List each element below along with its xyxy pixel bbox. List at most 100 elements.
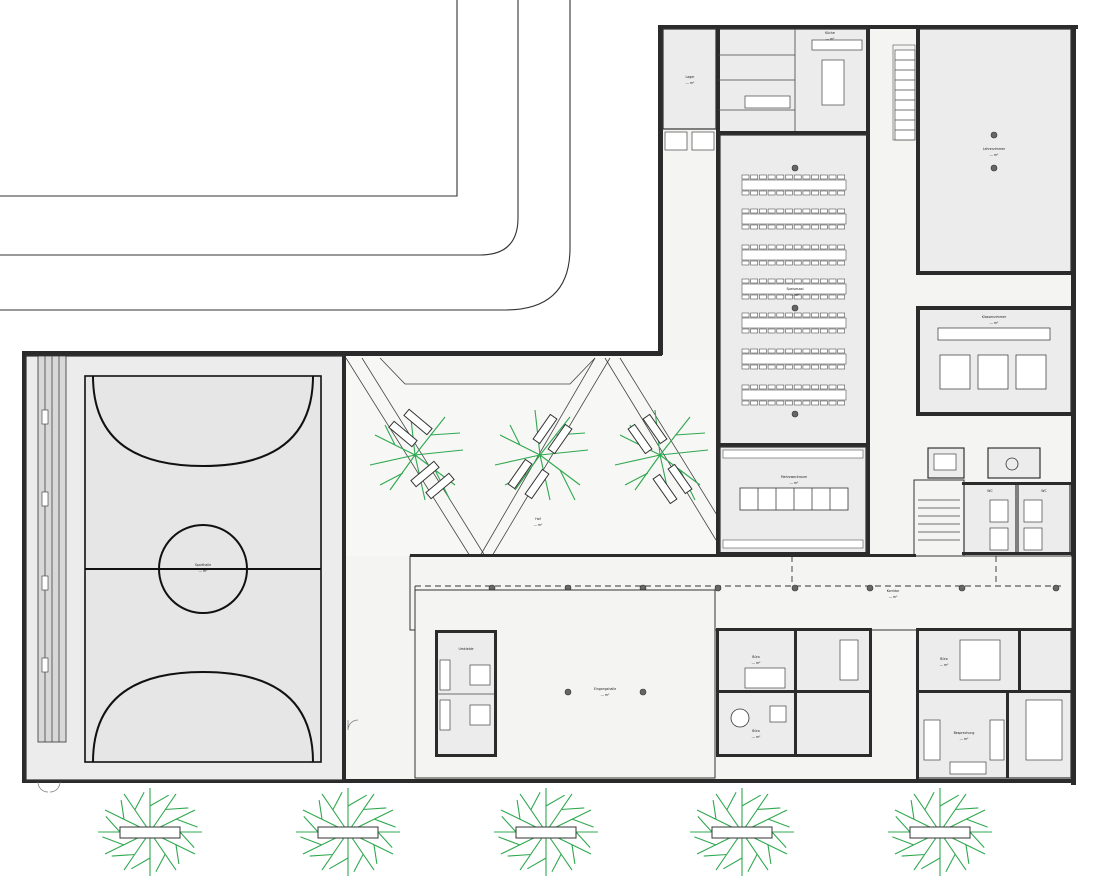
chair: [793, 400, 802, 406]
chair: [741, 278, 750, 284]
corridor-label: Korridor: [887, 589, 900, 593]
chair: [819, 224, 828, 230]
chair: [793, 328, 802, 334]
chair: [837, 294, 846, 300]
chair: [837, 312, 846, 318]
wc-a-label: WC: [987, 489, 993, 493]
chair: [828, 260, 837, 266]
chair: [759, 224, 767, 230]
meeting-area: --- m²: [960, 737, 970, 741]
chair: [767, 364, 776, 370]
chair: [837, 260, 846, 266]
chair: [793, 348, 802, 354]
chair: [750, 348, 759, 354]
chair: [802, 400, 811, 406]
dining-hall-label: Speisesaal: [787, 287, 804, 291]
tree: [296, 788, 400, 876]
chair: [785, 364, 793, 370]
bench: [909, 826, 971, 839]
dining-tables: [741, 174, 847, 406]
office-a-label: Büro: [752, 655, 759, 659]
gymnasium-room: Lehrerzimmer --- m²: [894, 27, 1073, 275]
chair: [837, 400, 846, 406]
chair: [811, 400, 819, 406]
chair: [819, 384, 828, 390]
chair: [793, 190, 802, 196]
dining-hall-area: --- m²: [791, 293, 801, 297]
chair: [785, 278, 793, 284]
bench: [119, 826, 181, 839]
chair: [802, 224, 811, 230]
sports-hall: Sporthalle --- m²: [25, 355, 359, 793]
chair: [819, 348, 828, 354]
chair: [750, 384, 759, 390]
chair: [828, 348, 837, 354]
chair: [741, 400, 750, 406]
chair: [785, 400, 793, 406]
chair: [811, 348, 819, 354]
dining-table: [741, 249, 847, 261]
office-c-label: Büro: [940, 657, 947, 661]
chair: [750, 328, 759, 334]
chair: [759, 278, 767, 284]
chair: [811, 260, 819, 266]
chair: [785, 384, 793, 390]
dining-hall: Speisesaal --- m²: [716, 134, 870, 555]
dining-table: [741, 317, 847, 329]
storage-room: Lager --- m²: [662, 28, 717, 151]
multipurpose-area: --- m²: [790, 481, 800, 485]
chair: [793, 384, 802, 390]
chair: [759, 260, 767, 266]
sports-hall-label: Sporthalle: [195, 563, 211, 567]
chair: [837, 364, 846, 370]
chair: [767, 312, 776, 318]
chair: [819, 400, 828, 406]
chair: [819, 364, 828, 370]
chair: [802, 312, 811, 318]
corridor-area: --- m²: [889, 595, 899, 599]
multipurpose-label: Mehrzweckraum: [781, 475, 807, 479]
chair: [785, 244, 793, 250]
changing-rooms: Umkleide: [435, 630, 497, 757]
chair: [828, 224, 837, 230]
wc-b-label: WC: [1041, 489, 1047, 493]
chair: [819, 244, 828, 250]
chair: [750, 278, 759, 284]
chair: [828, 190, 837, 196]
chair: [793, 260, 802, 266]
chair: [811, 278, 819, 284]
chair: [759, 328, 767, 334]
chair: [776, 312, 785, 318]
office-b-label: Büro: [752, 729, 759, 733]
chair: [819, 328, 828, 334]
chair: [776, 224, 785, 230]
chair: [802, 348, 811, 354]
chair: [750, 294, 759, 300]
chair: [802, 278, 811, 284]
bench: [317, 826, 379, 839]
changing-label: Umkleide: [458, 647, 473, 651]
chair: [819, 260, 828, 266]
tree: [494, 788, 598, 876]
chair: [802, 174, 811, 180]
chair: [776, 328, 785, 334]
chair: [828, 278, 837, 284]
chair: [759, 364, 767, 370]
courtyard-area: --- m²: [534, 523, 544, 527]
chair: [750, 312, 759, 318]
chair: [759, 400, 767, 406]
chair: [837, 174, 846, 180]
chair: [785, 224, 793, 230]
storage-area: --- m²: [686, 81, 696, 85]
chair: [828, 244, 837, 250]
chair: [811, 312, 819, 318]
chair: [837, 244, 846, 250]
dining-table: [741, 283, 847, 295]
chair: [811, 294, 819, 300]
chair: [759, 208, 767, 214]
chair: [793, 244, 802, 250]
chair: [767, 174, 776, 180]
chair: [750, 224, 759, 230]
chair: [776, 384, 785, 390]
